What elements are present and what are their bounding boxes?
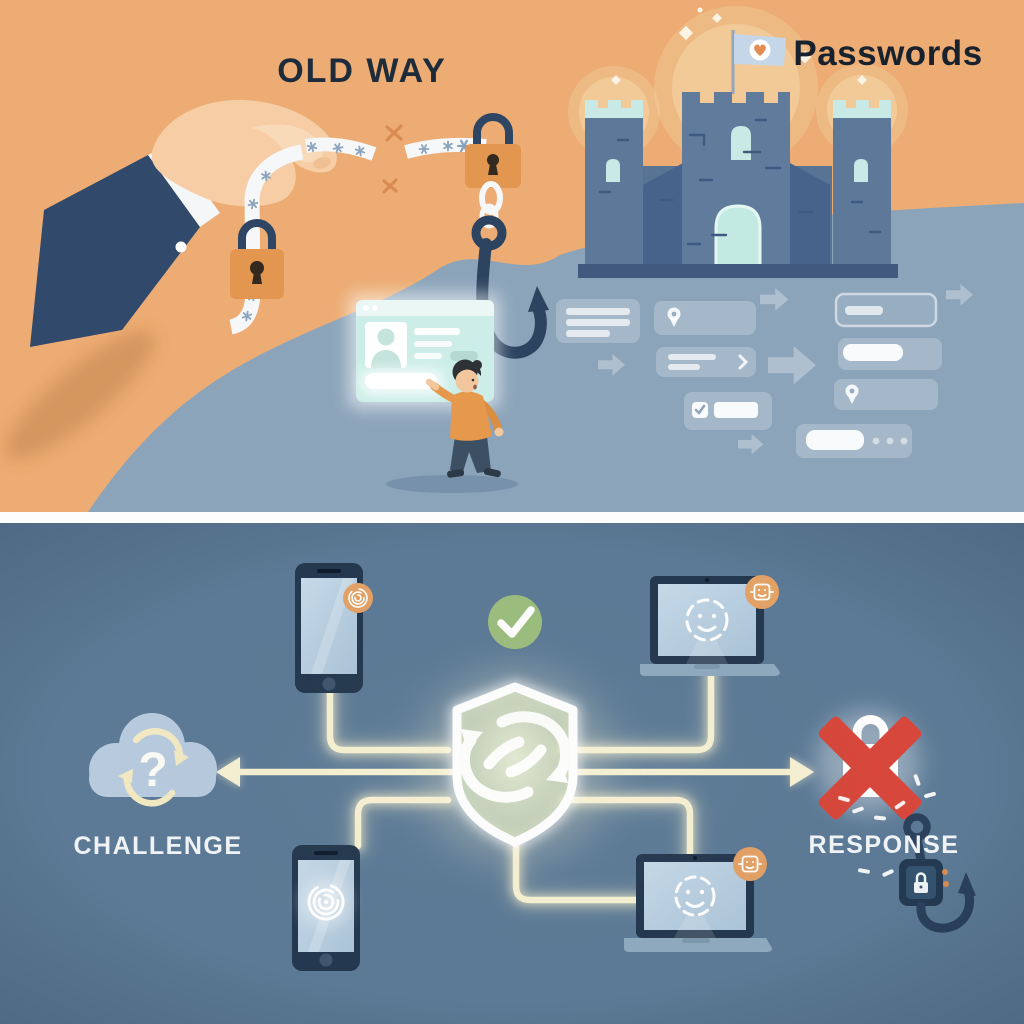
chevron-right-icon <box>738 354 749 370</box>
sparkle-icon <box>611 7 867 85</box>
outlined-card <box>834 292 938 328</box>
padlock-on-hook <box>465 113 549 359</box>
passwords-caption: Passwords <box>793 34 983 73</box>
form-maze <box>556 284 973 458</box>
old-way-panel <box>5 6 1024 512</box>
old-way-title: OLD WAY <box>277 52 447 90</box>
challenge-label: CHALLENGE <box>73 832 243 860</box>
flag-heart-icon <box>731 30 786 94</box>
padlock-icon <box>230 219 284 299</box>
login-card-icon <box>348 293 500 409</box>
suit-sleeve <box>30 155 200 347</box>
location-pin-icon <box>667 307 859 404</box>
password-input <box>365 373 437 389</box>
checkbox-icon <box>694 404 706 415</box>
avatar <box>371 328 401 368</box>
hand-with-broken-password <box>5 99 487 460</box>
user-icon <box>386 359 518 493</box>
passkey-panel: ? <box>0 523 1024 1024</box>
hill <box>88 203 1024 512</box>
phishing-hook-icon <box>471 215 549 359</box>
break-marks <box>382 124 403 194</box>
panel-divider <box>0 512 1024 523</box>
castle-icon <box>578 7 898 278</box>
response-label: RESPONSE <box>808 831 960 859</box>
